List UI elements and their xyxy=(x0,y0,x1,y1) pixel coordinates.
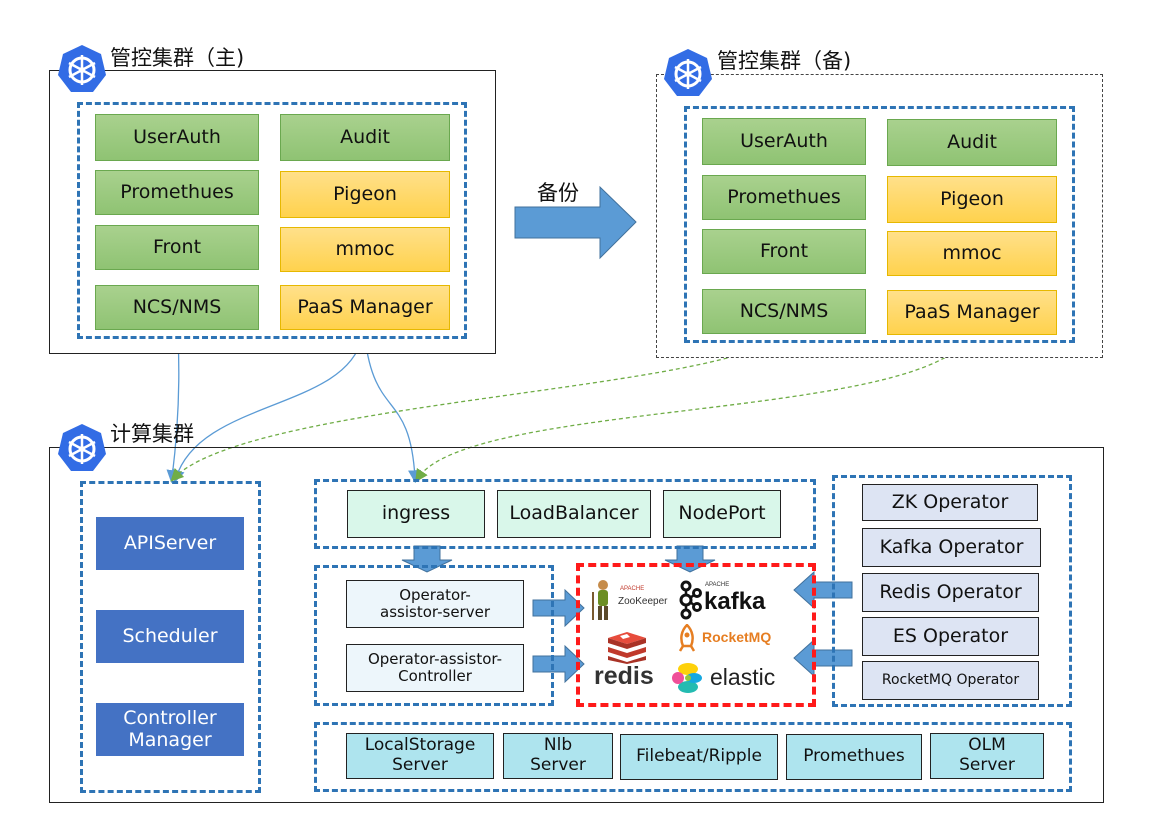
infra-promethues: Promethues xyxy=(786,734,922,780)
backup-services-group xyxy=(684,106,1075,343)
backup-pigeon: Pigeon xyxy=(887,176,1057,223)
primary-mmoc: mmoc xyxy=(280,227,450,272)
primary-promethues: Promethues xyxy=(95,170,259,215)
ingress: ingress xyxy=(347,490,485,538)
zookeeper-logo: APACHE ZooKeeper xyxy=(590,578,672,622)
backup-ncs-nms: NCS/NMS xyxy=(702,289,866,334)
right-arrow-server xyxy=(532,588,585,628)
link-paas-apiserver xyxy=(172,337,363,483)
backup-promethues: Promethues xyxy=(702,175,866,220)
redis-operator: Redis Operator xyxy=(862,573,1039,612)
kafka-operator: Kafka Operator xyxy=(862,528,1041,567)
primary-cluster-title: 管控集群（主) xyxy=(110,46,245,70)
link-paas-ingress xyxy=(364,337,422,484)
primary-services-group xyxy=(77,102,467,339)
redis-logo-text: redis xyxy=(594,662,654,690)
backup-userauth: UserAuth xyxy=(702,118,866,165)
link-backup-paas-ingress xyxy=(415,333,971,483)
compute-cluster xyxy=(49,447,1104,803)
primary-pigeon: Pigeon xyxy=(280,171,450,218)
olm-server: OLM Server xyxy=(930,733,1044,779)
backup-paas-manager: PaaS Manager xyxy=(887,290,1057,335)
primary-paas-manager: PaaS Manager xyxy=(280,285,450,330)
controller-manager: Controller Manager xyxy=(96,703,244,756)
primary-front: Front xyxy=(95,225,259,270)
compute-cluster-title: 计算集群 xyxy=(110,422,194,446)
rocketmq-operator: RocketMQ Operator xyxy=(862,661,1039,700)
rocketmq-logo-text: RocketMQ xyxy=(702,629,772,645)
backup-front: Front xyxy=(702,229,866,274)
zookeeper-logo-top: APACHE xyxy=(620,586,645,592)
elastic-logo: elastic xyxy=(672,662,782,696)
kafka-logo: APACHE kafka xyxy=(678,580,773,620)
operators-group xyxy=(832,475,1072,707)
primary-ncs-nms: NCS/NMS xyxy=(95,285,259,330)
scheduler: Scheduler xyxy=(96,610,244,663)
localstorage-server: LocalStorage Server xyxy=(346,733,494,779)
rocketmq-logo: RocketMQ xyxy=(676,624,776,652)
backup-audit: Audit xyxy=(887,119,1057,166)
operator-assistor-server: Operator-assistor-server xyxy=(346,580,524,628)
control-plane-group xyxy=(80,481,261,793)
backup-k8s-icon xyxy=(662,47,714,99)
nodeport: NodePort xyxy=(663,490,781,538)
infra-group xyxy=(314,722,1072,792)
elastic-logo-text: elastic xyxy=(710,664,776,690)
middleware-group xyxy=(576,563,816,707)
primary-audit: Audit xyxy=(280,114,450,161)
kafka-logo-text: kafka xyxy=(704,588,766,615)
right-arrow-controller xyxy=(532,644,585,684)
zk-operator: ZK Operator xyxy=(862,484,1038,521)
backup-cluster-title: 管控集群（备) xyxy=(717,49,852,73)
loadbalancer: LoadBalancer xyxy=(497,490,651,538)
primary-userauth: UserAuth xyxy=(95,114,259,161)
primary-k8s-icon xyxy=(56,43,108,95)
filebeat-ripple: Filebeat/Ripple xyxy=(620,734,778,780)
zookeeper-logo-text: ZooKeeper xyxy=(618,596,668,607)
redis-logo: redis xyxy=(594,630,662,690)
backup-arrow xyxy=(514,185,637,260)
es-operator: ES Operator xyxy=(862,617,1039,656)
compute-k8s-icon xyxy=(56,422,108,474)
backup-mmoc: mmoc xyxy=(887,231,1057,276)
nlb-server: Nlb Server xyxy=(503,733,613,779)
backup-arrow-label: 备份 xyxy=(537,181,579,205)
assistor-group xyxy=(314,565,554,706)
network-group xyxy=(314,479,816,549)
kafka-logo-top: APACHE xyxy=(705,582,730,588)
apiserver: APIServer xyxy=(96,517,244,570)
operator-assistor-controller: Operator-assistor-Controller xyxy=(346,644,524,692)
